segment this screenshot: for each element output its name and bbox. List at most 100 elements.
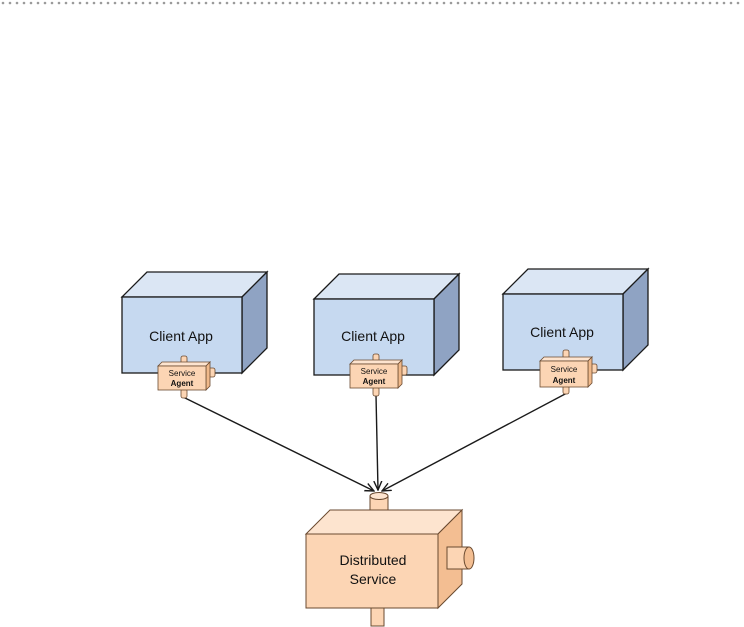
rule-dot xyxy=(267,1,271,5)
rule-dot xyxy=(505,1,509,5)
service-agent-label-line1: Service xyxy=(361,367,388,376)
rule-dot xyxy=(204,1,208,5)
rule-dot xyxy=(260,1,264,5)
rule-dot xyxy=(435,1,439,5)
dotted-top-rule xyxy=(1,1,740,5)
rule-dot xyxy=(8,1,12,5)
client-app-box-3: Client App xyxy=(501,267,650,372)
rule-dot xyxy=(1,1,5,5)
rule-dot xyxy=(57,1,61,5)
rule-dot xyxy=(288,1,292,5)
service-agent-label-line2: Agent xyxy=(553,376,576,385)
rule-dot xyxy=(456,1,460,5)
rule-dot xyxy=(666,1,670,5)
rule-dot xyxy=(379,1,383,5)
rule-dot xyxy=(631,1,635,5)
rule-dot xyxy=(365,1,369,5)
rule-dot xyxy=(372,1,376,5)
service-box-front xyxy=(305,533,439,609)
rule-dot xyxy=(400,1,404,5)
rule-dot xyxy=(36,1,40,5)
rule-dot xyxy=(92,1,96,5)
rule-dot xyxy=(645,1,649,5)
rule-dot xyxy=(176,1,180,5)
rule-dot xyxy=(414,1,418,5)
rule-dot xyxy=(547,1,551,5)
rule-dot xyxy=(358,1,362,5)
rule-dot xyxy=(85,1,89,5)
rule-dot xyxy=(190,1,194,5)
rule-dot xyxy=(386,1,390,5)
service-agent-label-line2: Agent xyxy=(363,377,386,386)
service-label-line2: Service xyxy=(350,571,397,587)
rule-dot xyxy=(617,1,621,5)
rule-dot xyxy=(449,1,453,5)
rule-dot xyxy=(43,1,47,5)
service-label-line1: Distributed xyxy=(340,552,407,568)
rule-dot xyxy=(470,1,474,5)
rule-dot xyxy=(148,1,152,5)
rule-dot xyxy=(225,1,229,5)
service-agent-label-line1: Service xyxy=(169,369,196,378)
client-app-label: Client App xyxy=(149,328,213,344)
rule-dot xyxy=(701,1,705,5)
rule-dot xyxy=(526,1,530,5)
connectors xyxy=(182,392,568,491)
rule-dot xyxy=(183,1,187,5)
rule-dot xyxy=(22,1,26,5)
rule-dot xyxy=(736,1,740,5)
rule-dot xyxy=(127,1,131,5)
rule-dot xyxy=(351,1,355,5)
rule-dot xyxy=(708,1,712,5)
rule-dot xyxy=(302,1,306,5)
client-app-label: Client App xyxy=(530,324,594,340)
rule-dot xyxy=(337,1,341,5)
rule-dot xyxy=(687,1,691,5)
rule-dot xyxy=(344,1,348,5)
rule-dot xyxy=(575,1,579,5)
rule-dot xyxy=(512,1,516,5)
rule-dot xyxy=(330,1,334,5)
rule-dot xyxy=(113,1,117,5)
rule-dot xyxy=(239,1,243,5)
rule-dot xyxy=(603,1,607,5)
connector-arrow-2 xyxy=(376,394,378,490)
rule-dot xyxy=(519,1,523,5)
rule-dot xyxy=(197,1,201,5)
rule-dot xyxy=(323,1,327,5)
service-right-port xyxy=(446,546,475,570)
rule-dot xyxy=(540,1,544,5)
rule-dot xyxy=(29,1,33,5)
rule-dot xyxy=(295,1,299,5)
rule-dot xyxy=(393,1,397,5)
rule-dot xyxy=(624,1,628,5)
rule-dot xyxy=(463,1,467,5)
rule-dot xyxy=(169,1,173,5)
rule-dot xyxy=(722,1,726,5)
service-agent-2: Service Agent xyxy=(349,353,408,397)
rule-dot xyxy=(71,1,75,5)
client-app-label: Client App xyxy=(341,328,405,344)
rule-dot xyxy=(15,1,19,5)
rule-dot xyxy=(568,1,572,5)
rule-dot xyxy=(533,1,537,5)
service-bottom-port xyxy=(370,605,385,627)
rule-dot xyxy=(78,1,82,5)
rule-dot xyxy=(582,1,586,5)
rule-dot xyxy=(232,1,236,5)
rule-dot xyxy=(498,1,502,5)
rule-dot xyxy=(246,1,250,5)
rule-dot xyxy=(589,1,593,5)
rule-dot xyxy=(491,1,495,5)
rule-dot xyxy=(554,1,558,5)
rule-dot xyxy=(50,1,54,5)
rule-dot xyxy=(316,1,320,5)
rule-dot xyxy=(162,1,166,5)
rule-dot xyxy=(638,1,642,5)
rule-dot xyxy=(596,1,600,5)
rule-dot xyxy=(218,1,222,5)
service-box-top xyxy=(304,509,464,535)
rule-dot xyxy=(484,1,488,5)
rule-dot xyxy=(652,1,656,5)
